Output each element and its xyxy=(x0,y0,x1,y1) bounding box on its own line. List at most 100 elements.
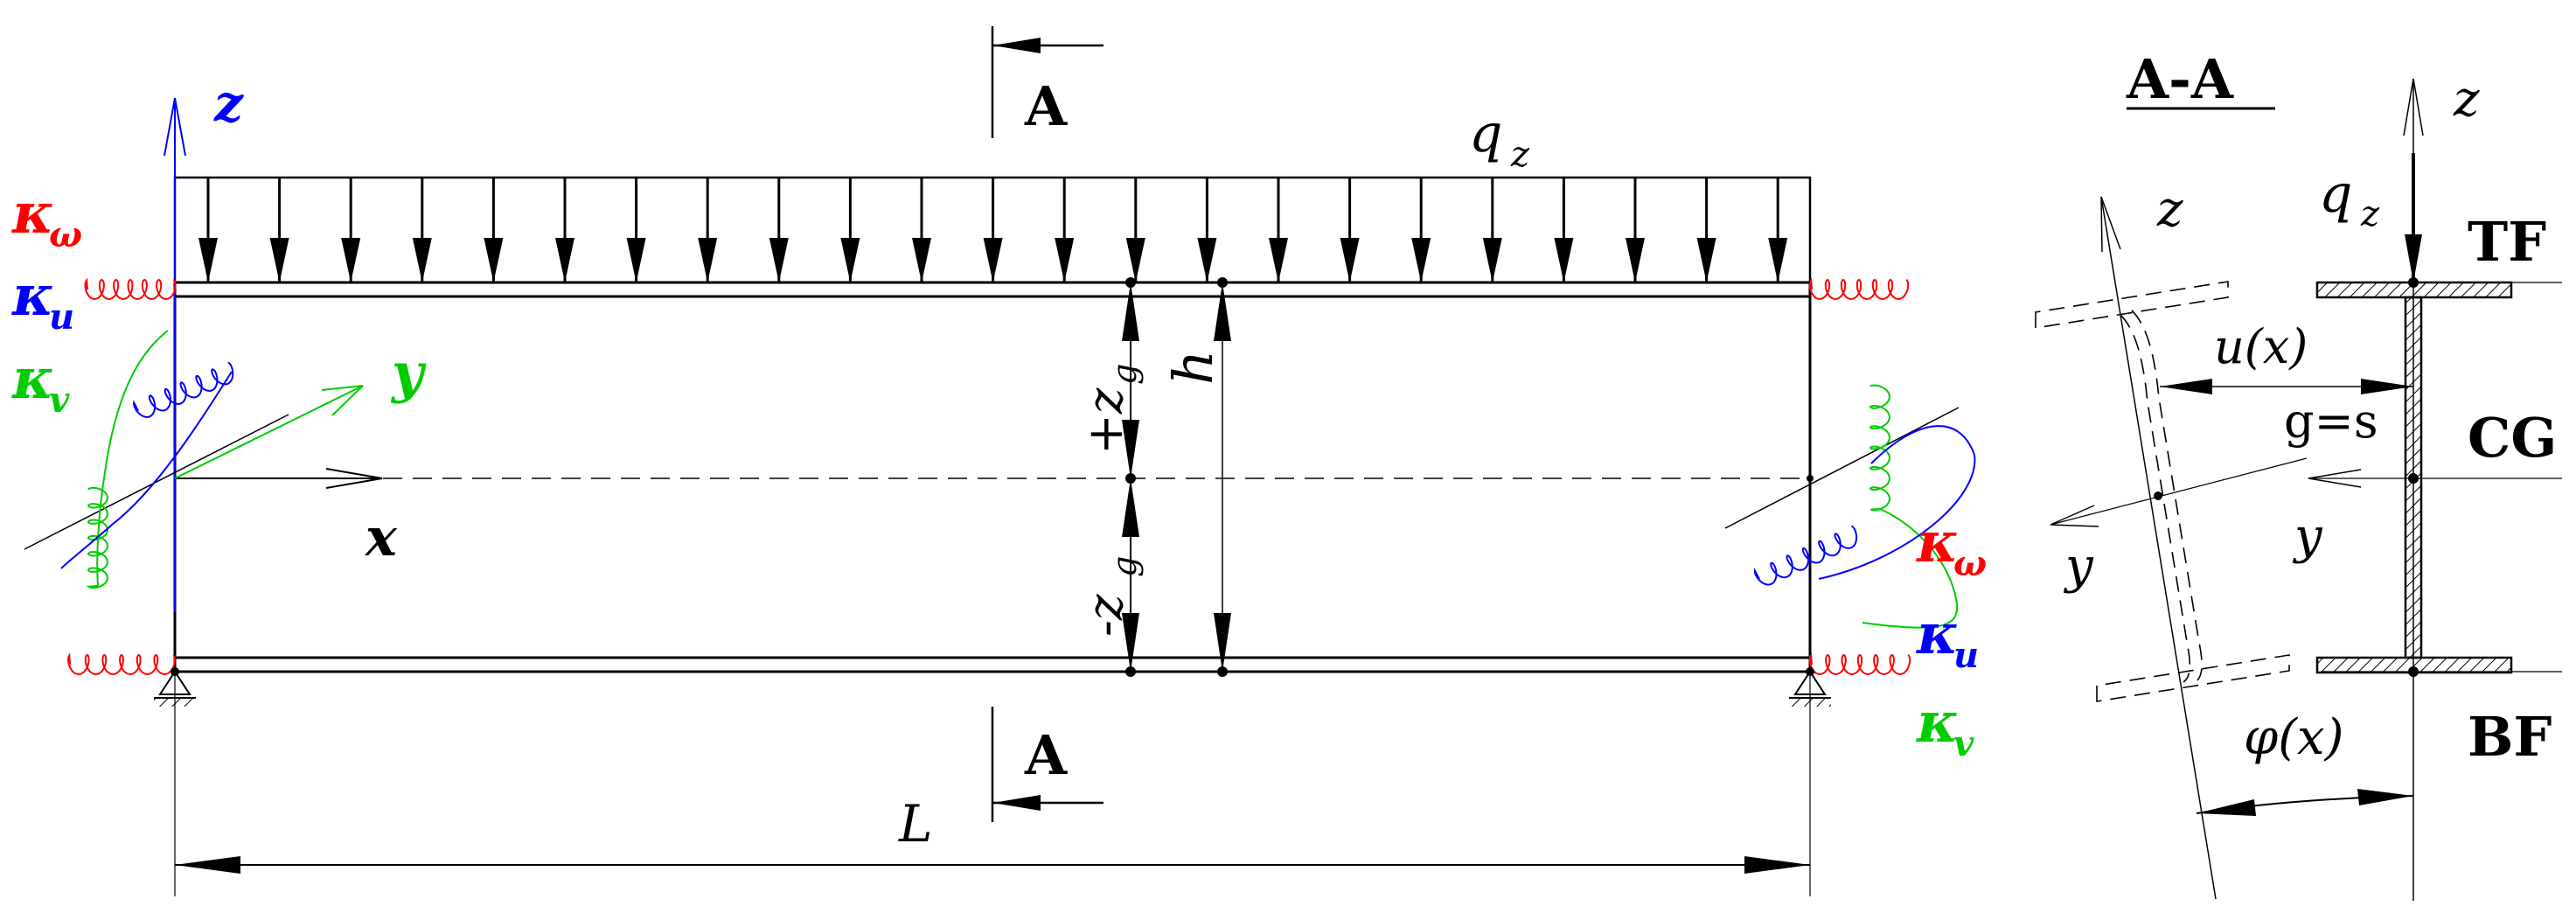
load-arrow-head xyxy=(1197,238,1217,282)
y-axis-label: y xyxy=(390,341,427,405)
bf-label: BF xyxy=(2468,705,2552,769)
height-label: h xyxy=(1161,350,1225,385)
i-section xyxy=(2315,277,2513,677)
section-load-label: q z xyxy=(2319,164,2380,234)
section-view: A-A z y q z TF CG BF g=s xyxy=(2035,47,2562,901)
span-arrow-right xyxy=(1744,856,1810,874)
eccentricity-label: g=s xyxy=(2284,394,2378,449)
section-cut-bottom-label: A xyxy=(1024,723,1068,787)
z-axis-label: z xyxy=(213,73,244,133)
load-arrow-head xyxy=(1411,238,1431,282)
left-bottom-warping-spring xyxy=(66,652,177,676)
right-kappa-omega-label: κ ω xyxy=(1916,510,1987,584)
rotation-label: φ(x) xyxy=(2244,709,2344,766)
load-arrow-head xyxy=(1626,238,1645,282)
left-pin-support xyxy=(154,667,196,707)
right-pin-support xyxy=(1789,667,1831,707)
load-arrow-head xyxy=(983,238,1003,282)
right-bottom-warping-spring xyxy=(1808,652,1911,676)
load-arrow-head xyxy=(484,238,504,282)
zg-minus-label: -z g xyxy=(1077,556,1144,637)
svg-text:κ: κ xyxy=(11,263,54,329)
section-cut-bottom: A xyxy=(991,707,1104,822)
load-arrow-head xyxy=(341,238,361,282)
load-arrow-head xyxy=(1554,238,1574,282)
left-top-warping-spring xyxy=(84,277,177,301)
span-label: L xyxy=(898,794,933,854)
svg-text:u: u xyxy=(49,296,74,338)
rotated-y-axis xyxy=(2050,457,2308,526)
svg-text:κ: κ xyxy=(1916,602,1959,667)
load-arrow-head xyxy=(1055,238,1075,282)
svg-text:z: z xyxy=(2360,194,2380,234)
load-arrow-head xyxy=(269,238,289,282)
rotated-y-label: y xyxy=(2063,538,2094,595)
load-arrow-head xyxy=(1125,238,1145,282)
section-z-arrow xyxy=(2403,78,2424,136)
height-dimension: h xyxy=(1161,277,1231,677)
cg-label: CG xyxy=(2468,406,2557,470)
left-green-lead xyxy=(96,330,169,587)
svg-text:u: u xyxy=(1953,635,1979,676)
section-cut-top: A xyxy=(991,26,1104,138)
right-green-lead xyxy=(1862,508,1959,629)
load-arrow-head xyxy=(1696,238,1716,282)
svg-text:+z: +z xyxy=(1077,387,1134,455)
svg-text:ω: ω xyxy=(1953,543,1987,584)
svg-text:κ: κ xyxy=(1916,690,1959,756)
right-blue-lead xyxy=(1818,425,1976,580)
load-arrow-head xyxy=(412,238,432,282)
load-arrow-head xyxy=(1768,238,1788,282)
zg-plus-label: +z g xyxy=(1077,364,1144,455)
svg-text:κ: κ xyxy=(11,346,54,412)
right-lateral-spring xyxy=(1753,526,1858,586)
load-arrow-head xyxy=(555,238,574,282)
left-kappa-omega-label: κ ω xyxy=(11,181,82,255)
zg-dimension: +z g -z g xyxy=(1077,277,1144,677)
load-arrow-head xyxy=(1269,238,1288,282)
right-kappa-v-label: κ v xyxy=(1916,690,1974,764)
right-top-warping-spring xyxy=(1808,277,1910,301)
displacement-label: u(x) xyxy=(2214,319,2308,374)
right-kappa-u-label: κ u xyxy=(1916,602,1979,676)
load-label: q z xyxy=(1469,103,1530,175)
y-axis-arrow xyxy=(321,385,364,416)
section-cut-top-label: A xyxy=(1024,74,1068,138)
svg-text:ω: ω xyxy=(49,214,82,255)
svg-text:q: q xyxy=(1469,103,1502,164)
left-lateral-spring xyxy=(132,361,234,419)
svg-text:q: q xyxy=(2319,164,2352,225)
span-arrow-left xyxy=(175,856,240,874)
right-rotated-axis xyxy=(1724,407,1960,529)
left-rotational-spring xyxy=(86,486,109,589)
left-kappa-u-label: κ u xyxy=(11,263,74,338)
left-rotated-axis xyxy=(24,414,289,550)
svg-text:κ: κ xyxy=(11,181,54,247)
load-arrow-head xyxy=(912,238,931,282)
load-arrow-head xyxy=(198,238,218,282)
load-arrow-head xyxy=(769,238,789,282)
beam-elevation: L z x y xyxy=(11,26,1987,896)
y-axis-line xyxy=(174,385,364,479)
z-axis-arrow xyxy=(164,97,186,157)
svg-text:g: g xyxy=(1105,364,1144,385)
left-kappa-v-label: κ v xyxy=(11,346,70,421)
left-blue-lead xyxy=(60,371,233,569)
section-y-label: y xyxy=(2292,508,2323,565)
svg-text:-z: -z xyxy=(1077,594,1134,637)
load-arrow-head xyxy=(840,238,860,282)
section-y-arrow xyxy=(2308,469,2362,488)
svg-text:z: z xyxy=(1510,135,1530,175)
load-arrow-head xyxy=(626,238,646,282)
load-arrow-head xyxy=(698,238,718,282)
svg-text:κ: κ xyxy=(1916,510,1959,575)
right-axis-origin xyxy=(1807,475,1814,482)
load-arrow-head xyxy=(1340,238,1360,282)
section-z-label: z xyxy=(2453,71,2480,128)
distributed-load-arrows xyxy=(198,178,1788,282)
rotated-i-section xyxy=(2035,281,2290,702)
svg-text:v: v xyxy=(49,380,70,421)
svg-text:v: v xyxy=(1953,723,1974,764)
